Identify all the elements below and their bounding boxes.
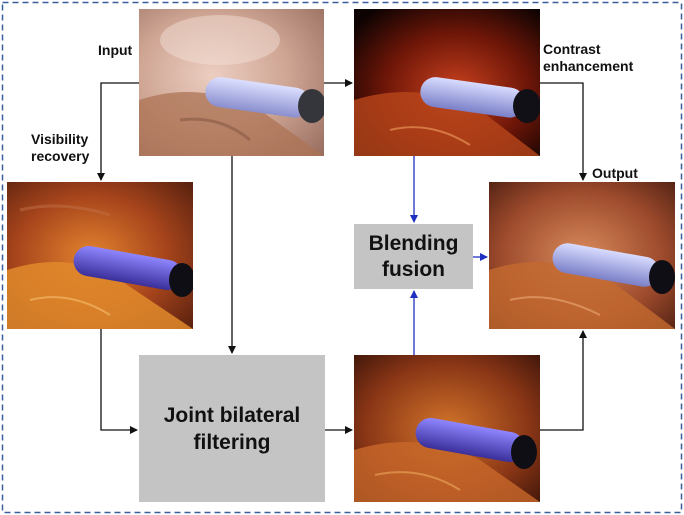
blending-fusion-box: Blending fusion xyxy=(354,224,473,289)
input-image xyxy=(139,9,324,156)
arrow-contrast-to-output xyxy=(540,82,587,181)
visibility-label-line2: recovery xyxy=(31,148,90,164)
contrast-label: Contrast enhancement xyxy=(543,41,633,75)
contrast-label-line2: enhancement xyxy=(543,58,634,74)
input-label: Input xyxy=(98,42,133,58)
arrow-input-to-visibility xyxy=(97,82,139,181)
joint-bilateral-filtering-box: Joint bilateral filtering xyxy=(139,355,325,502)
arrow-filtered-to-output xyxy=(540,330,587,431)
arrow-visibility-to-joint-filter xyxy=(100,329,138,434)
visibility-label-line1: Visibility xyxy=(31,131,89,147)
blending-fusion-line2: fusion xyxy=(381,257,445,281)
contrast-enhanced-image xyxy=(354,9,540,156)
joint-bilateral-line1: Joint bilateral xyxy=(163,403,301,427)
output-image xyxy=(489,182,675,329)
contrast-label-line1: Contrast xyxy=(543,41,601,57)
blending-fusion-line1: Blending xyxy=(368,231,459,255)
visibility-recovered-image xyxy=(7,182,193,329)
visibility-label: Visibility recovery xyxy=(31,131,89,165)
joint-bilateral-line2: filtering xyxy=(193,430,271,454)
filtered-image xyxy=(354,355,540,502)
output-label: Output xyxy=(592,165,638,181)
